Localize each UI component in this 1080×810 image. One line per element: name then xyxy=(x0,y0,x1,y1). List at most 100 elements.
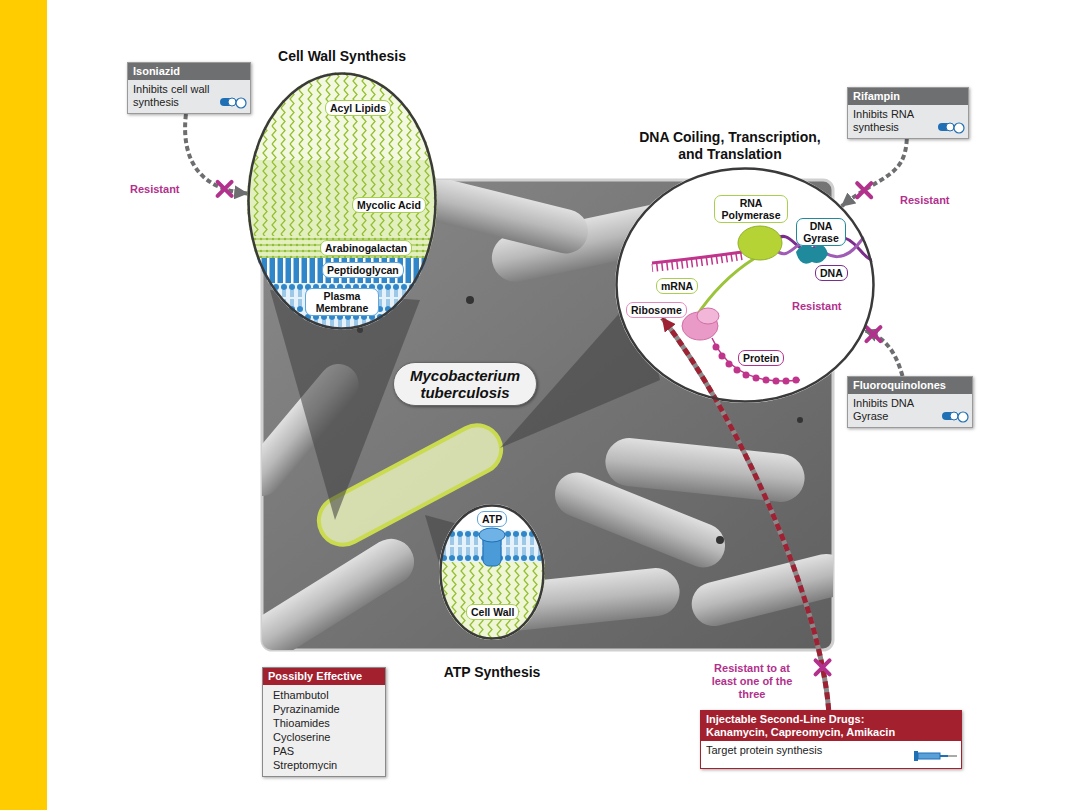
box-body: Target protein synthesis xyxy=(701,741,961,768)
icon-part xyxy=(950,412,958,420)
circle-outline-shape xyxy=(617,169,874,402)
dna-illustration-part-part xyxy=(713,344,720,351)
part-tag: Acyl Lipids xyxy=(325,100,391,116)
organism-name: Mycobacterium tuberculosis xyxy=(400,367,530,401)
resistance-label: Resistant xyxy=(128,183,182,196)
box-heading: Possibly Effective xyxy=(263,668,385,685)
part-tag: RNA Polymerase xyxy=(714,195,788,223)
dna-illustration-part-part xyxy=(773,378,780,385)
box-heading: Rifampin xyxy=(848,88,968,105)
box-heading: Isoniazid xyxy=(128,63,250,80)
drug-box: FluoroquinolonesInhibits DNA Gyrase xyxy=(847,376,973,428)
atp-illustration-part-part xyxy=(439,562,545,640)
part-name: Protein xyxy=(743,352,779,364)
dna-illustration-part-part xyxy=(652,256,742,268)
drug-name: PAS xyxy=(263,744,385,758)
micrograph-panel-part xyxy=(262,180,833,650)
dna-illustration-part-part xyxy=(712,338,800,381)
magnified-circle: Cell Wall SynthesisAcyl LipidsMycolic Ac… xyxy=(247,72,437,330)
dna-illustration-part-part xyxy=(738,226,782,260)
drug-name: Thioamides xyxy=(263,716,385,730)
part-tag: mRNA xyxy=(656,278,698,294)
icon-part xyxy=(948,756,957,757)
micrograph-panel-part-part xyxy=(797,417,803,423)
part-tag: Plasma Membrane xyxy=(305,288,379,316)
part-name: Mycolic Acid xyxy=(357,199,421,211)
dna-illustration-part-part xyxy=(783,378,790,385)
dna-illustration-part-part xyxy=(726,361,733,368)
cell-wall-illustration xyxy=(247,72,437,330)
resistance-label: Resistant xyxy=(790,300,844,313)
magnified-circle: ATP SynthesisATPCell Wall xyxy=(439,504,545,640)
box-body: Inhibits DNA Gyrase xyxy=(848,394,972,427)
part-tag: Arabinogalactan xyxy=(320,240,412,256)
part-name: Plasma Membrane xyxy=(310,290,374,314)
connector xyxy=(662,318,828,710)
organism-label: Mycobacterium tuberculosis xyxy=(393,362,537,406)
part-name: RNA Polymerase xyxy=(719,197,783,221)
part-name: Acyl Lipids xyxy=(330,102,386,114)
cell-wall-illustration-part xyxy=(247,72,437,236)
circle-heading: DNA Coiling, Transcription, and Translat… xyxy=(630,129,830,163)
part-name: Cell Wall xyxy=(471,606,514,618)
part-name: Ribosome xyxy=(631,304,682,316)
pill-icon xyxy=(219,94,247,110)
resistance-label: Resistant to at least one of the three xyxy=(700,662,804,701)
box-body: Inhibits cell wall synthesis xyxy=(128,80,250,113)
icon-part xyxy=(940,755,948,757)
connector-line xyxy=(662,318,828,710)
box-body: Inhibits RNA synthesis xyxy=(848,105,968,138)
micrograph-panel xyxy=(233,172,853,670)
icon-part xyxy=(942,412,958,420)
part-name: ATP xyxy=(482,513,502,525)
icon-part xyxy=(914,751,918,761)
syringe-icon xyxy=(914,747,958,765)
drug-box: Injectable Second-Line Drugs: Kanamycin,… xyxy=(700,710,962,769)
part-tag: Ribosome xyxy=(626,302,687,318)
atp-illustration-part-part xyxy=(479,528,505,542)
cell-wall-illustration-part xyxy=(247,258,437,283)
connector-underlay xyxy=(662,318,828,710)
dna-illustration-part-part xyxy=(763,377,770,384)
circle-outline-shape xyxy=(249,74,436,329)
part-name: mRNA xyxy=(661,280,693,292)
circle-heading: Cell Wall Synthesis xyxy=(217,48,467,65)
part-name: Peptidoglycan xyxy=(327,264,399,276)
part-tag: ATP xyxy=(477,511,507,527)
blocked-mark xyxy=(816,660,830,674)
drug-name: Pyrazinamide xyxy=(263,702,385,716)
side-bar xyxy=(0,0,47,810)
drug-box: IsoniazidInhibits cell wall synthesis xyxy=(127,62,251,114)
cell-wall-illustration-part xyxy=(247,236,437,258)
micrograph-panel-part-part xyxy=(262,530,423,650)
resistance-label: Resistant xyxy=(898,194,952,207)
part-tag: Mycolic Acid xyxy=(352,197,426,213)
part-name: Arabinogalactan xyxy=(325,242,407,254)
dna-illustration-part-part xyxy=(796,245,828,264)
icon-part xyxy=(236,98,246,108)
icon-part xyxy=(938,123,954,131)
drug-name: Streptomycin xyxy=(263,758,385,776)
part-tag: DNA Gyrase xyxy=(796,218,846,246)
drug-box: RifampinInhibits RNA synthesis xyxy=(847,87,969,139)
icon-part xyxy=(918,753,940,759)
box-heading: Fluoroquinolones xyxy=(848,377,972,394)
part-name: DNA xyxy=(820,267,843,279)
part-tag: Protein xyxy=(738,350,784,366)
box-heading: Injectable Second-Line Drugs: Kanamycin,… xyxy=(701,711,961,741)
part-tag: Peptidoglycan xyxy=(322,262,404,278)
dna-illustration-part xyxy=(615,167,875,403)
icon-part xyxy=(954,123,964,133)
icon-part xyxy=(958,412,968,422)
part-tag: Cell Wall xyxy=(466,604,519,620)
micrograph-panel-part-part xyxy=(548,466,731,574)
atp-illustration-part xyxy=(439,528,545,640)
dna-illustration-part-part xyxy=(753,375,760,382)
part-tag: DNA xyxy=(815,265,848,281)
dna-illustration-part-part xyxy=(734,367,741,374)
atp-illustration xyxy=(439,504,545,640)
micrograph-panel-part-part xyxy=(716,536,724,544)
magnified-circle: DNA Coiling, Transcription, and Translat… xyxy=(615,167,875,403)
blocked-mark xyxy=(218,182,232,196)
